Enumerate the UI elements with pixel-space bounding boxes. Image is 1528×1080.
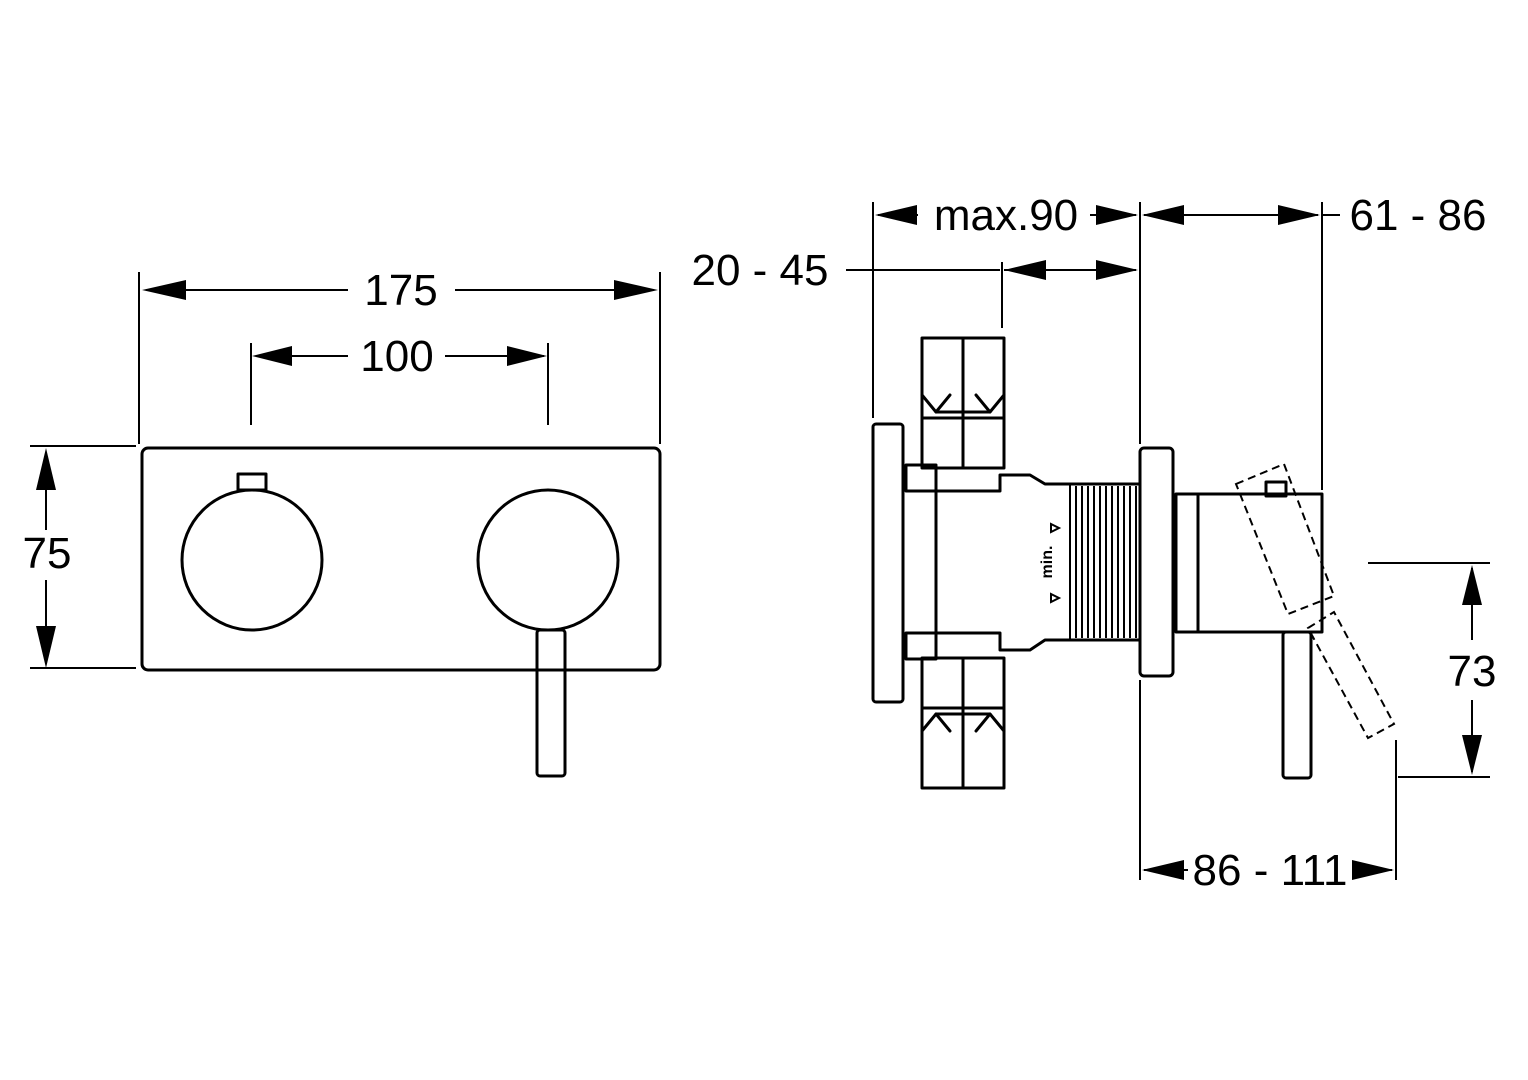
dim-100-label: 100 — [360, 332, 433, 381]
dim-61-86-label: 61 - 86 — [1350, 191, 1487, 240]
handle-body — [1174, 492, 1200, 634]
lever-side — [1281, 630, 1313, 780]
bottom-hex-nut — [920, 656, 1006, 790]
dim-73-label: 73 — [1448, 647, 1497, 696]
mixer-knob — [476, 488, 620, 632]
dim-175-label: 175 — [364, 266, 437, 315]
back-flange — [871, 422, 905, 704]
cover-plate — [140, 446, 662, 672]
knob-marker — [236, 472, 268, 492]
dim-75-label: 75 — [23, 529, 72, 578]
dim-20-45-label: 20 - 45 — [692, 246, 829, 295]
dim-max90-label: max.90 — [934, 191, 1078, 240]
top-hex-nut — [920, 336, 1006, 470]
threaded-extension — [1069, 483, 1141, 641]
front-view: 175 100 75 — [23, 266, 662, 778]
valve-body — [934, 473, 1142, 652]
mixer-lever — [535, 628, 567, 778]
lever-alt-position — [1234, 462, 1396, 740]
side-view: min. max.90 61 — [692, 191, 1497, 895]
min-marking: min. — [1039, 546, 1056, 579]
dim-86-111-label: 86 - 111 — [1193, 846, 1348, 895]
cover-plate-side — [1138, 446, 1175, 678]
thermostat-knob — [180, 488, 324, 632]
